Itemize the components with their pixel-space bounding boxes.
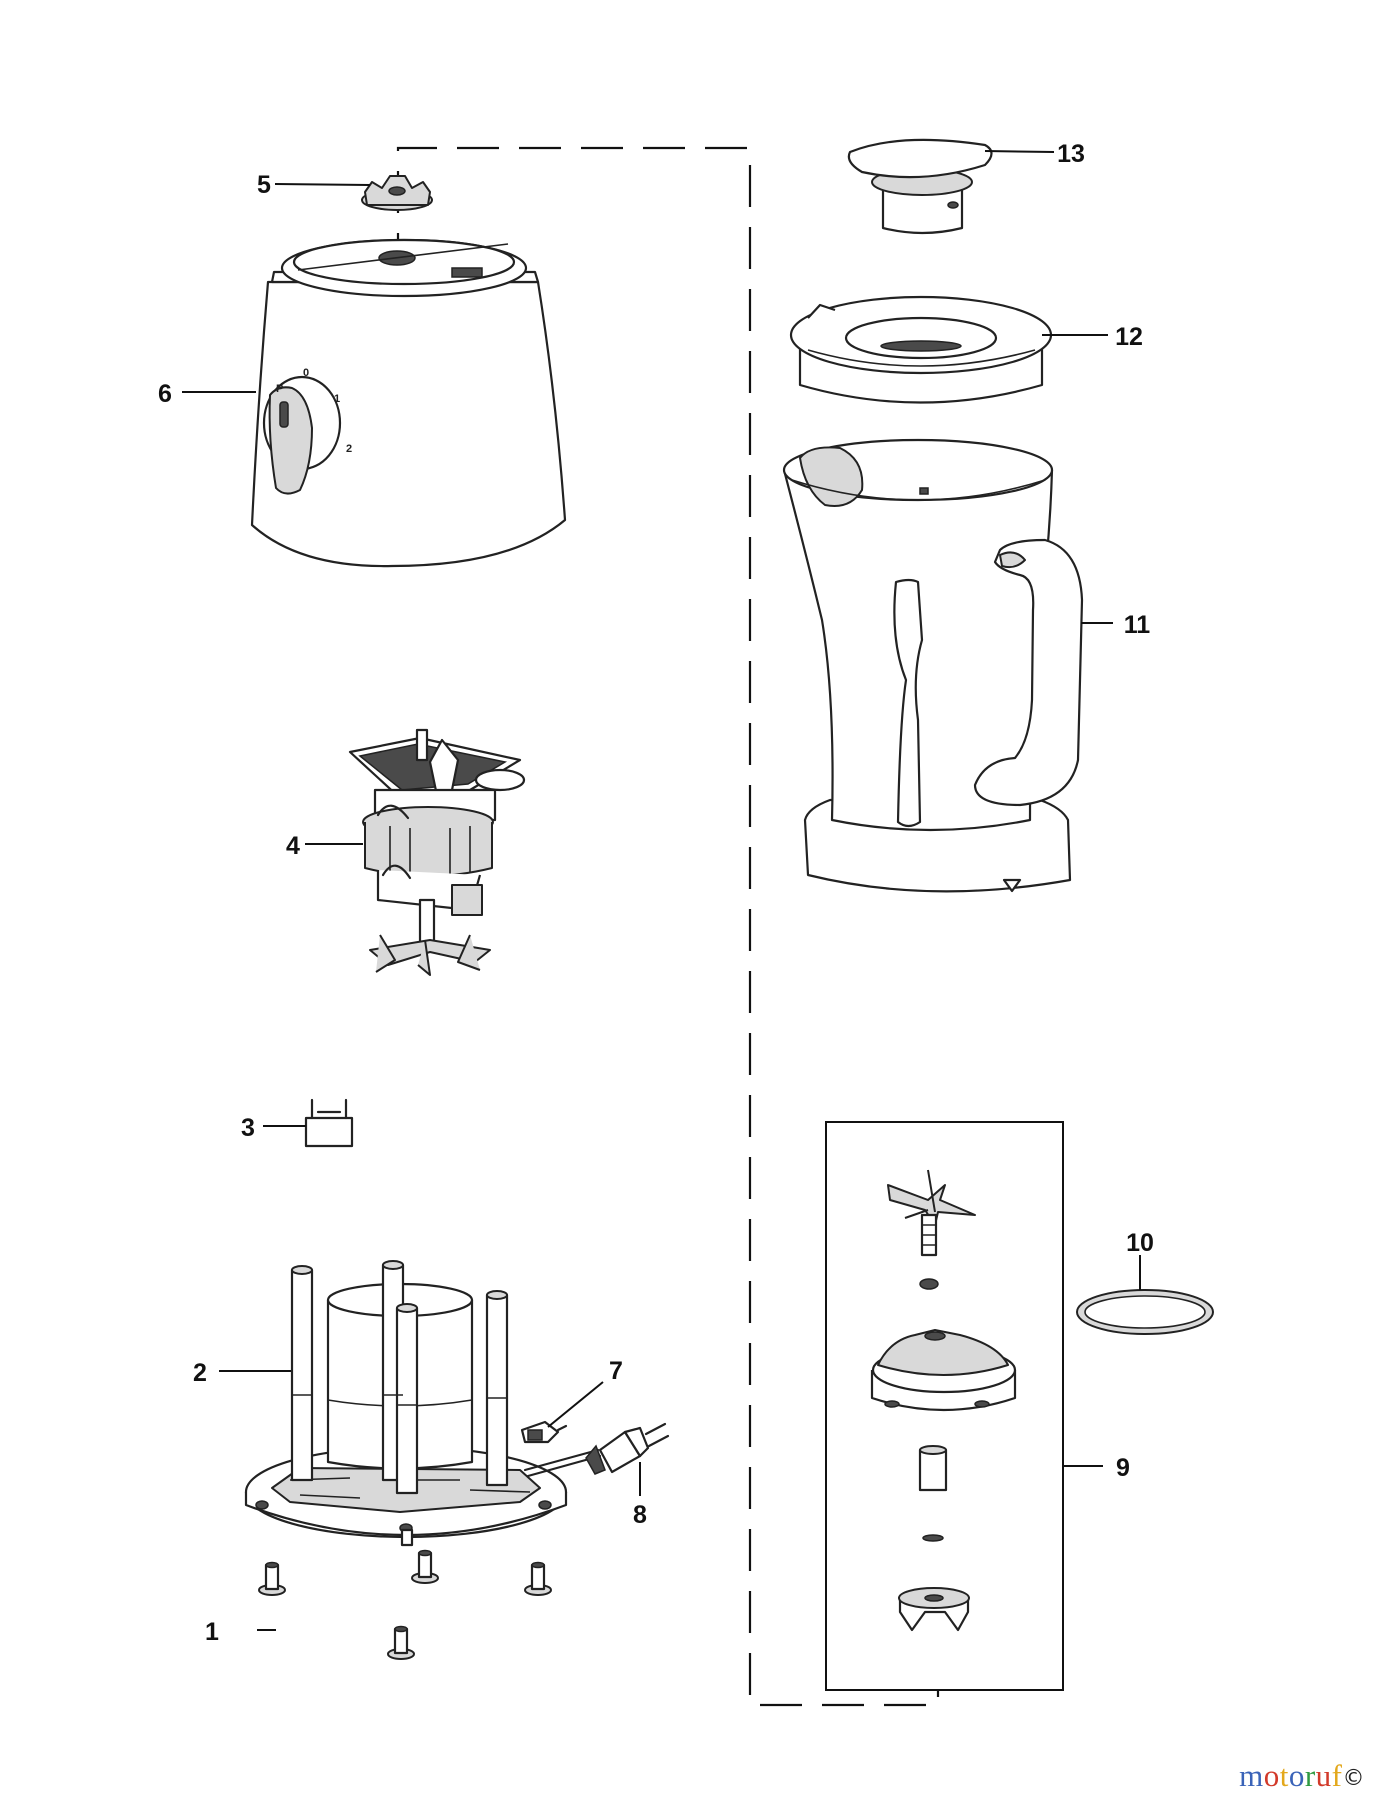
callout-7: 7 xyxy=(609,1357,623,1385)
watermark-letter: f xyxy=(1331,1758,1343,1793)
part-11-jar xyxy=(782,438,1084,893)
callout-4: 4 xyxy=(286,832,300,860)
watermark-letter: o xyxy=(1288,1758,1305,1793)
part-9-blade-assembly xyxy=(825,1121,1064,1691)
part-1-feet xyxy=(258,1549,552,1660)
part-5-coupling xyxy=(361,175,433,211)
watermark-letter: r xyxy=(1304,1758,1316,1793)
callout-9: 9 xyxy=(1116,1454,1130,1482)
watermark-letter: t xyxy=(1279,1758,1289,1793)
dial-mark-p: P xyxy=(276,383,283,395)
part-13-lid-cap xyxy=(847,138,993,235)
watermark: motoruf© xyxy=(1239,1758,1365,1794)
watermark-letter: m xyxy=(1239,1758,1264,1793)
dial-mark-1: 1 xyxy=(334,393,340,405)
callout-labels: 1 2 3 4 5 6 7 8 9 10 11 12 13 xyxy=(158,140,1154,1646)
part-7-switch xyxy=(520,1420,568,1444)
dial-mark-0: 0 xyxy=(303,367,309,379)
copyright-icon: © xyxy=(1342,1766,1365,1792)
leader-lines xyxy=(182,150,1141,1631)
callout-1: 1 xyxy=(205,1618,219,1646)
part-3-capacitor xyxy=(304,1098,354,1148)
callout-8: 8 xyxy=(633,1501,647,1529)
callout-12: 12 xyxy=(1115,323,1143,351)
dial-mark-2: 2 xyxy=(346,443,352,455)
part-12-lid xyxy=(789,295,1053,404)
callout-13: 13 xyxy=(1057,140,1085,168)
callout-11: 11 xyxy=(1124,611,1151,639)
watermark-letter: o xyxy=(1263,1758,1280,1793)
callout-10: 10 xyxy=(1126,1229,1154,1257)
callout-2: 2 xyxy=(193,1359,207,1387)
part-2-base xyxy=(244,1260,568,1547)
callout-6: 6 xyxy=(158,380,172,408)
callout-5: 5 xyxy=(257,171,271,199)
watermark-letter: u xyxy=(1315,1758,1332,1793)
part-6-motor-housing: P 0 1 2 xyxy=(250,238,567,568)
assembly-connection-line xyxy=(396,146,940,1707)
part-4-motor xyxy=(348,728,526,976)
callout-3: 3 xyxy=(241,1114,255,1142)
part-10-gasket xyxy=(1076,1289,1214,1335)
part-8-power-cord xyxy=(523,1422,670,1478)
